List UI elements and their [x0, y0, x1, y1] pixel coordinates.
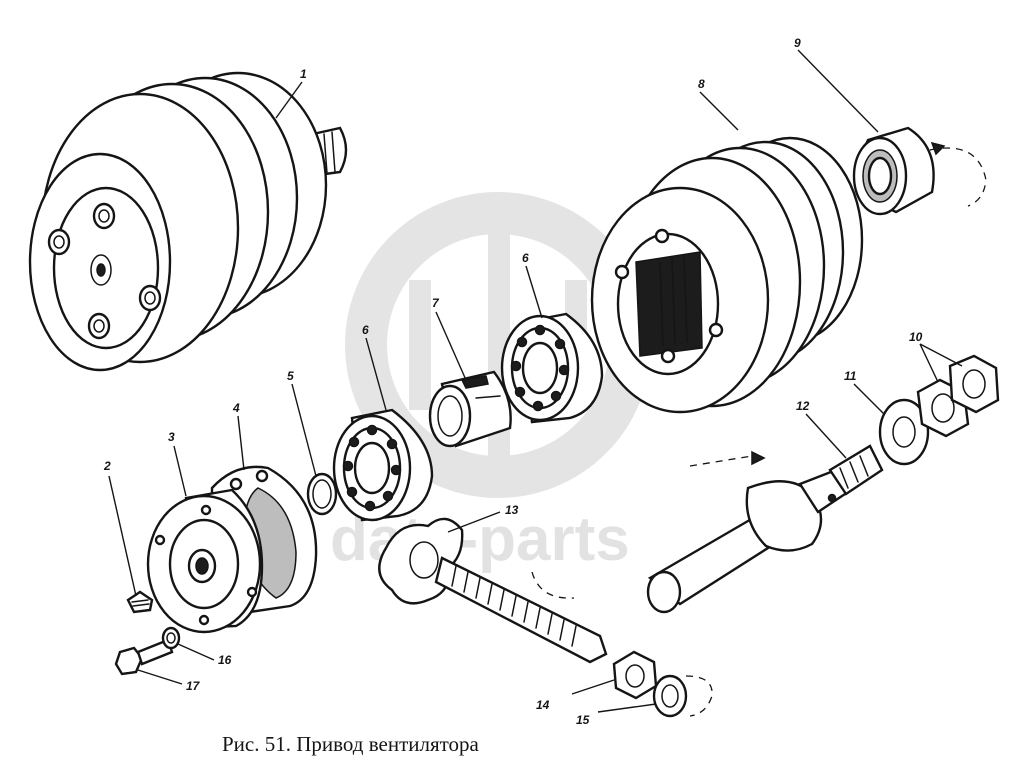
- assembly-direction-arrow: [751, 450, 766, 466]
- part-3-housing: [146, 488, 264, 634]
- callout-10: 10: [909, 330, 923, 344]
- callout-3: 3: [168, 430, 175, 444]
- callout-16: 16: [218, 653, 232, 667]
- part-1-pulley: [28, 71, 348, 372]
- callout-6-right: 6: [522, 251, 529, 265]
- callout-9: 9: [794, 36, 801, 50]
- callout-5: 5: [287, 369, 294, 383]
- part-8-pulley: [590, 136, 864, 414]
- part-17-bolt: [114, 638, 174, 676]
- callout-8: 8: [698, 77, 705, 91]
- pulley-bolt: [87, 312, 111, 340]
- part-13-puller-screw: [378, 517, 608, 664]
- callout-13: 13: [505, 503, 519, 517]
- part-12-axle: [531, 444, 884, 614]
- callout-7: 7: [432, 296, 440, 310]
- part-6-bearing-right: [500, 312, 604, 424]
- pulley-bolt: [92, 202, 116, 230]
- part-10-nuts: [916, 354, 1000, 438]
- part-16-washer: [161, 626, 181, 650]
- part-14-nut: [612, 650, 658, 700]
- assembly-direction-line: [689, 455, 753, 467]
- pulley-bolt: [138, 284, 162, 312]
- part-2-grease-fitting: [126, 590, 154, 614]
- callout-12: 12: [796, 399, 810, 413]
- callout-14: 14: [536, 698, 550, 712]
- callout-11: 11: [844, 369, 857, 383]
- part-15-washer: [652, 674, 713, 718]
- part-9-bearing: [852, 126, 987, 216]
- callout-17: 17: [186, 679, 201, 693]
- part-11-washer: [878, 398, 930, 466]
- callout-6-left: 6: [362, 323, 369, 337]
- callouts: 1 2 3 4 5 6 7 6 8 9 10 11 12 13 14 15 16…: [103, 36, 923, 727]
- leader-lines: [108, 49, 963, 713]
- callout-4: 4: [232, 401, 240, 415]
- pulley-bolt: [47, 228, 71, 256]
- part-5-snap-ring: [306, 472, 338, 516]
- callout-2: 2: [103, 459, 111, 473]
- figure-caption: Рис. 51. Привод вентилятора: [222, 732, 480, 756]
- part-6-bearing-left: [332, 408, 434, 522]
- callout-1: 1: [300, 67, 307, 81]
- callout-15: 15: [576, 713, 590, 727]
- part-7-spacer-sleeve: [428, 370, 512, 448]
